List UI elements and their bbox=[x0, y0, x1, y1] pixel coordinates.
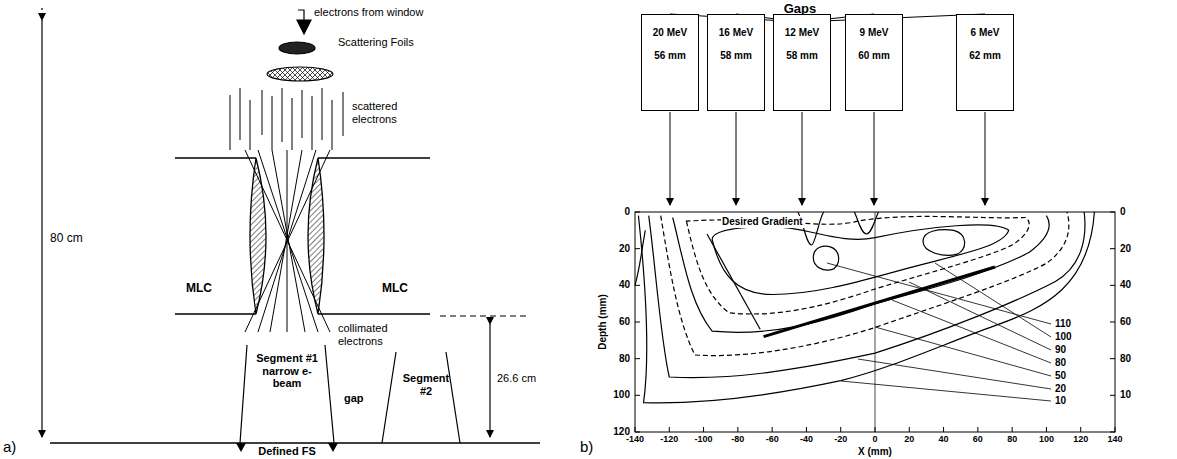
tick-label: 40 bbox=[939, 434, 949, 444]
axis-tick bbox=[635, 431, 640, 432]
axis-tick bbox=[635, 427, 636, 432]
field-label: Defined FS bbox=[258, 445, 315, 458]
tick-label: 0 bbox=[624, 206, 630, 218]
axis-tick bbox=[806, 427, 807, 432]
axis-tick bbox=[1012, 427, 1013, 432]
axis-tick bbox=[772, 427, 773, 432]
energy-value: 9 MeV bbox=[846, 27, 902, 38]
axis-tick bbox=[635, 285, 640, 286]
dimension-label: 80 cm bbox=[50, 232, 83, 246]
panel-letter: b) bbox=[580, 438, 593, 455]
tick-label: -40 bbox=[800, 434, 813, 444]
energy-box: 12 MeV 58 mm bbox=[773, 14, 831, 111]
gap-value: 62 mm bbox=[957, 50, 1013, 61]
tick-label: 80 bbox=[619, 353, 630, 365]
tick-label: 80 bbox=[1007, 434, 1017, 444]
axis-tick bbox=[1110, 358, 1115, 359]
energy-value: 6 MeV bbox=[957, 27, 1013, 38]
tick-label: 0 bbox=[1120, 206, 1126, 218]
gap-value: 58 mm bbox=[774, 50, 830, 61]
axis-tick bbox=[635, 248, 640, 249]
isodose-label: 100 bbox=[1054, 331, 1073, 343]
axis-tick bbox=[840, 427, 841, 432]
axis-tick bbox=[1110, 248, 1115, 249]
axis-title: Depth (mm) bbox=[597, 294, 609, 350]
isodose-label: 50 bbox=[1054, 370, 1067, 382]
tick-label: -60 bbox=[766, 434, 779, 444]
tick-label: 20 bbox=[904, 434, 914, 444]
gap-value: 60 mm bbox=[846, 50, 902, 61]
axis-tick bbox=[1080, 427, 1081, 432]
energy-box: 9 MeV 60 mm bbox=[845, 14, 903, 111]
tick-label: 100 bbox=[613, 389, 630, 401]
part-label: MLC bbox=[186, 282, 212, 296]
axis-tick bbox=[1115, 427, 1116, 432]
axis-tick bbox=[669, 427, 670, 432]
axis-tick bbox=[875, 427, 876, 432]
axis-tick bbox=[1110, 395, 1115, 396]
gradient-label: Desired Gradient bbox=[721, 216, 804, 228]
energy-box: 16 MeV 58 mm bbox=[707, 14, 765, 111]
energy-box: 20 MeV 56 mm bbox=[641, 14, 699, 111]
tick-label: 40 bbox=[1120, 279, 1131, 291]
isodose-label: 10 bbox=[1054, 395, 1067, 407]
isodose-label: 90 bbox=[1054, 344, 1067, 356]
gap-value: 56 mm bbox=[642, 50, 698, 61]
energy-value: 20 MeV bbox=[642, 27, 698, 38]
dimension-label: 26.6 cm bbox=[497, 372, 536, 385]
energy-box: 6 MeV 62 mm bbox=[956, 14, 1014, 111]
axis-tick bbox=[1046, 427, 1047, 432]
isodose-label: 110 bbox=[1054, 318, 1072, 330]
axis-tick bbox=[737, 427, 738, 432]
tick-label: -140 bbox=[626, 434, 644, 444]
tick-label: 60 bbox=[973, 434, 983, 444]
axis-tick bbox=[635, 358, 640, 359]
segment-label: narrow e- beam bbox=[254, 365, 320, 390]
axis-tick bbox=[1110, 285, 1115, 286]
tick-label: 60 bbox=[619, 316, 630, 328]
energy-value: 16 MeV bbox=[708, 27, 764, 38]
tick-label: 40 bbox=[619, 279, 630, 291]
axis-tick bbox=[1110, 431, 1115, 432]
tick-label: -100 bbox=[695, 434, 713, 444]
beam-segment: Segment #1narrow e- beam bbox=[254, 352, 320, 390]
beam-label: collimated electrons bbox=[338, 322, 408, 347]
axis-tick bbox=[635, 395, 640, 396]
axis-tick bbox=[635, 321, 640, 322]
beam-label: scattered electrons bbox=[352, 100, 422, 125]
segment-label: Segment #2 bbox=[396, 372, 456, 397]
gap-label: gap bbox=[344, 392, 364, 405]
part-label: MLC bbox=[382, 282, 408, 296]
tick-label: 140 bbox=[1107, 434, 1122, 444]
axis-title: X (mm) bbox=[858, 446, 892, 458]
tick-label: 80 bbox=[1120, 353, 1131, 365]
tick-label: -120 bbox=[660, 434, 678, 444]
tick-label: -20 bbox=[834, 434, 847, 444]
isodose-label: 20 bbox=[1054, 383, 1067, 395]
beam-segment: Segment #2 bbox=[396, 372, 456, 397]
axis-tick bbox=[703, 427, 704, 432]
axis-tick bbox=[943, 427, 944, 432]
energy-value: 12 MeV bbox=[774, 27, 830, 38]
axis-tick bbox=[977, 427, 978, 432]
panel-letter: a) bbox=[3, 438, 16, 455]
axis-tick bbox=[909, 427, 910, 432]
segment-label: Segment #1 bbox=[254, 352, 320, 365]
gap-value: 58 mm bbox=[708, 50, 764, 61]
tick-label: 60 bbox=[1120, 316, 1131, 328]
tick-label: 100 bbox=[1039, 434, 1054, 444]
axis-tick bbox=[1110, 321, 1115, 322]
tick-label: 20 bbox=[619, 243, 630, 255]
part-label: Scattering Foils bbox=[338, 36, 414, 49]
tick-label: 120 bbox=[1073, 434, 1088, 444]
beam-label: electrons from window bbox=[314, 6, 423, 19]
axis-tick bbox=[635, 212, 640, 213]
tick-label: 20 bbox=[1120, 243, 1131, 255]
tick-label: -80 bbox=[731, 434, 744, 444]
tick-label: 0 bbox=[872, 434, 877, 444]
isodose-label: 80 bbox=[1054, 357, 1067, 369]
tick-label: 10 bbox=[1120, 389, 1131, 401]
axis-tick bbox=[1110, 212, 1115, 213]
